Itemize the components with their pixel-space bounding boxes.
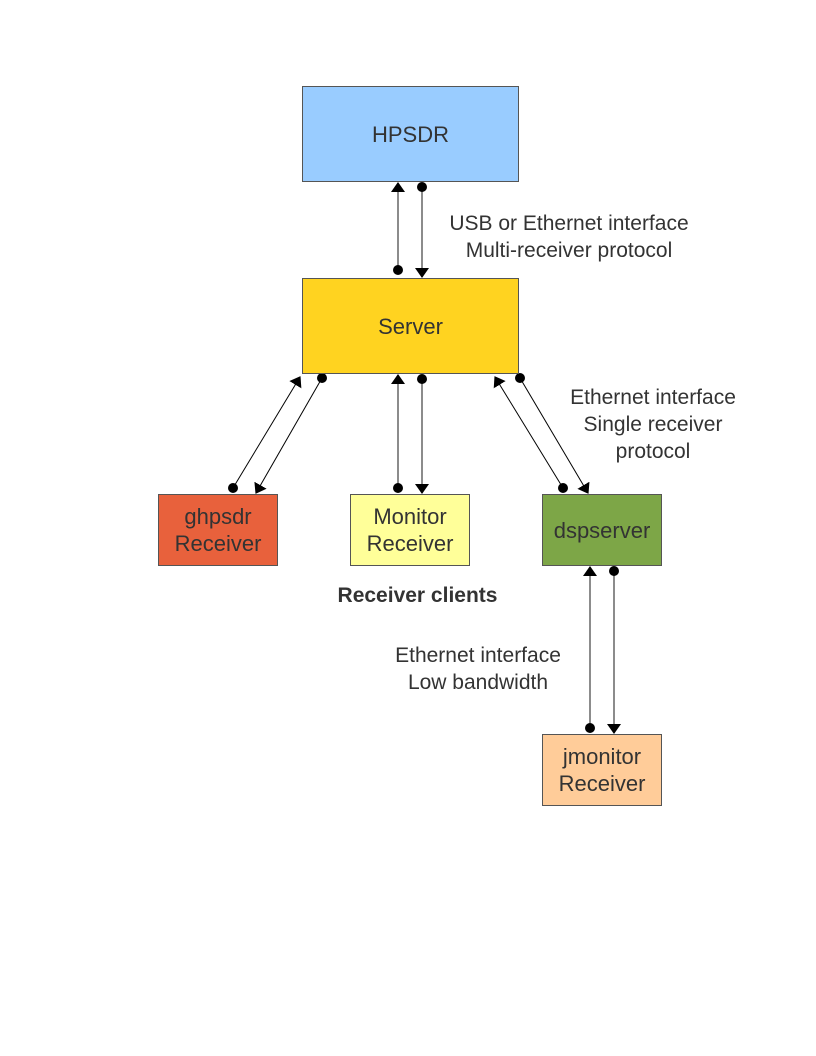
ghpsdr-receiver-node: ghpsdr Receiver [158,494,278,566]
edge-origin-dot [417,374,427,384]
edge-server-to-ghpsdr [254,377,323,494]
edge-origin-dot [609,566,619,576]
hpsdr-node: HPSDR [302,86,519,182]
edge-origin-dot [228,483,238,493]
server-node: Server [302,278,519,374]
edge-origin-dot [393,483,403,493]
edge-origin-dot [393,265,403,275]
edge-dspserver-to-server [493,376,564,489]
edge-ghpsdr-to-server [232,376,302,489]
edge-origin-dot [417,182,427,192]
edge-server-to-dspserver [519,377,590,494]
jmonitor-receiver-node: jmonitor Receiver [542,734,662,806]
receiver-clients-caption: Receiver clients [337,584,498,607]
dspserver-jmonitor-interface-label: Ethernet interface Low bandwidth [395,644,561,694]
server-dspserver-interface-label: Ethernet interface Single receiver proto… [570,386,736,463]
edge-origin-dot [585,723,595,733]
hpsdr-server-interface-label: USB or Ethernet interface Multi-receiver… [449,212,689,262]
edge-origin-dot [317,373,327,383]
dspserver-node: dspserver [542,494,662,566]
edge-origin-dot [515,373,525,383]
monitor-receiver-node: Monitor Receiver [350,494,470,566]
edge-origin-dot [558,483,568,493]
